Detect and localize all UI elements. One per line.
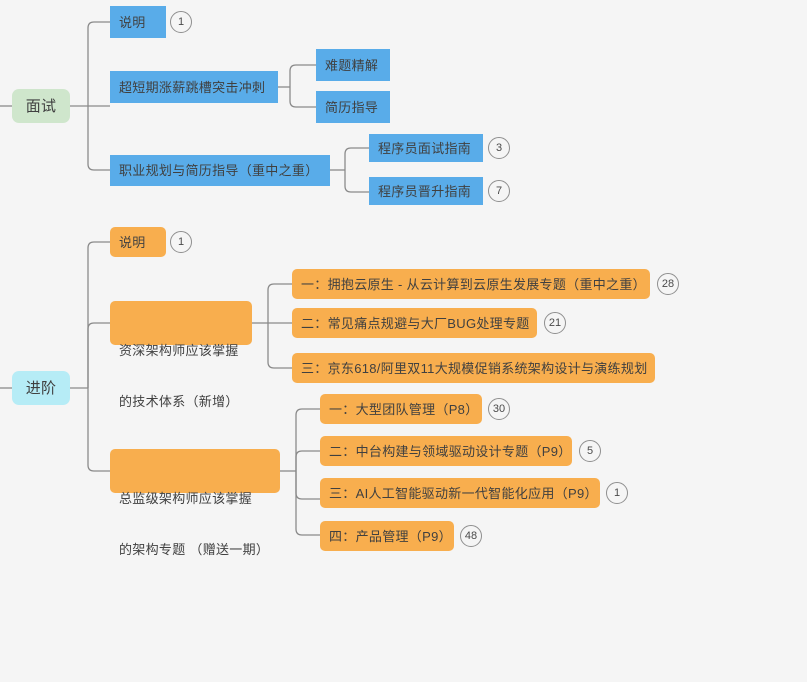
badge-programmer-promotion-guide: 7	[488, 180, 510, 202]
node-programmer-promotion-guide[interactable]: 程序员晋升指南	[369, 177, 483, 205]
badge-product-management-value: 48	[464, 530, 478, 542]
root-node-interview-label: 面试	[25, 97, 57, 115]
node-hard-problem-label: 难题精解	[325, 57, 379, 73]
node-director-architect-label-line2: 的架构专题 （赠送一期）	[119, 542, 270, 557]
node-cloud-native[interactable]: 一：拥抱云原生 - 从云计算到云原生发展专题（重中之重）	[292, 269, 650, 299]
node-director-architect-label-line1: 总监级架构师应该掌握	[119, 491, 253, 506]
badge-advanced-intro-value: 1	[177, 236, 185, 248]
node-director-architect[interactable]: 总监级架构师应该掌握 的架构专题 （赠送一期）	[110, 449, 280, 557]
node-product-management[interactable]: 四：产品管理（P9）	[320, 521, 454, 551]
badge-pain-points-bug-value: 21	[548, 317, 562, 329]
badge-pain-points-bug: 21	[544, 312, 566, 334]
badge-programmer-interview-guide-value: 3	[495, 142, 503, 154]
badge-large-team-management: 30	[488, 398, 510, 420]
root-node-interview[interactable]: 面试	[12, 89, 70, 123]
node-interview-intro-label: 说明	[119, 14, 146, 30]
node-ai-driven-apps-label: 三：AI人工智能驱动新一代智能化应用（P9）	[329, 485, 598, 501]
badge-interview-intro-value: 1	[177, 16, 185, 28]
node-big-promo-architecture-label: 三：京东618/阿里双11大规模促销系统架构设计与演练规划	[301, 360, 648, 376]
node-midplatform-ddd-label: 二：中台构建与领域驱动设计专题（P9）	[329, 443, 572, 459]
node-interview-intro[interactable]: 说明	[110, 6, 166, 38]
badge-cloud-native: 28	[657, 273, 679, 295]
node-product-management-label: 四：产品管理（P9）	[329, 528, 452, 544]
badge-ai-driven-apps: 1	[606, 482, 628, 504]
node-short-term-sprint-label: 超短期涨薪跳槽突击冲刺	[119, 79, 266, 95]
badge-cloud-native-value: 28	[661, 278, 675, 290]
node-hard-problem[interactable]: 难题精解	[316, 49, 390, 81]
node-programmer-interview-guide[interactable]: 程序员面试指南	[369, 134, 483, 162]
node-advanced-intro-label: 说明	[119, 234, 146, 250]
badge-product-management: 48	[460, 525, 482, 547]
node-short-term-sprint[interactable]: 超短期涨薪跳槽突击冲刺	[110, 71, 278, 103]
badge-interview-intro: 1	[170, 11, 192, 33]
root-node-advanced-label: 进阶	[25, 379, 57, 397]
node-large-team-management[interactable]: 一：大型团队管理（P8）	[320, 394, 482, 424]
node-senior-architect-label-line1: 资深架构师应该掌握	[119, 343, 239, 358]
badge-large-team-management-value: 30	[492, 403, 506, 415]
node-senior-architect-label-line2: 的技术体系（新增）	[119, 394, 239, 409]
node-senior-architect[interactable]: 资深架构师应该掌握 的技术体系（新增）	[110, 301, 252, 409]
badge-ai-driven-apps-value: 1	[613, 487, 621, 499]
node-resume-guide[interactable]: 简历指导	[316, 91, 390, 123]
node-ai-driven-apps[interactable]: 三：AI人工智能驱动新一代智能化应用（P9）	[320, 478, 600, 508]
node-cloud-native-label: 一：拥抱云原生 - 从云计算到云原生发展专题（重中之重）	[301, 276, 646, 292]
badge-programmer-promotion-guide-value: 7	[495, 185, 503, 197]
node-large-team-management-label: 一：大型团队管理（P8）	[329, 401, 479, 417]
node-pain-points-bug[interactable]: 二：常见痛点规避与大厂BUG处理专题	[292, 308, 537, 338]
node-advanced-intro[interactable]: 说明	[110, 227, 166, 257]
root-node-advanced[interactable]: 进阶	[12, 371, 70, 405]
node-pain-points-bug-label: 二：常见痛点规避与大厂BUG处理专题	[301, 315, 530, 331]
badge-midplatform-ddd-value: 5	[586, 445, 594, 457]
node-programmer-promotion-guide-label: 程序员晋升指南	[378, 183, 472, 199]
node-career-planning-label: 职业规划与简历指导（重中之重）	[119, 163, 319, 178]
badge-advanced-intro: 1	[170, 231, 192, 253]
node-resume-guide-label: 简历指导	[325, 99, 379, 115]
node-big-promo-architecture[interactable]: 三：京东618/阿里双11大规模促销系统架构设计与演练规划	[292, 353, 655, 383]
node-career-planning[interactable]: 职业规划与简历指导（重中之重）	[110, 155, 330, 186]
node-midplatform-ddd[interactable]: 二：中台构建与领域驱动设计专题（P9）	[320, 436, 572, 466]
badge-midplatform-ddd: 5	[579, 440, 601, 462]
badge-programmer-interview-guide: 3	[488, 137, 510, 159]
node-programmer-interview-guide-label: 程序员面试指南	[378, 140, 472, 156]
